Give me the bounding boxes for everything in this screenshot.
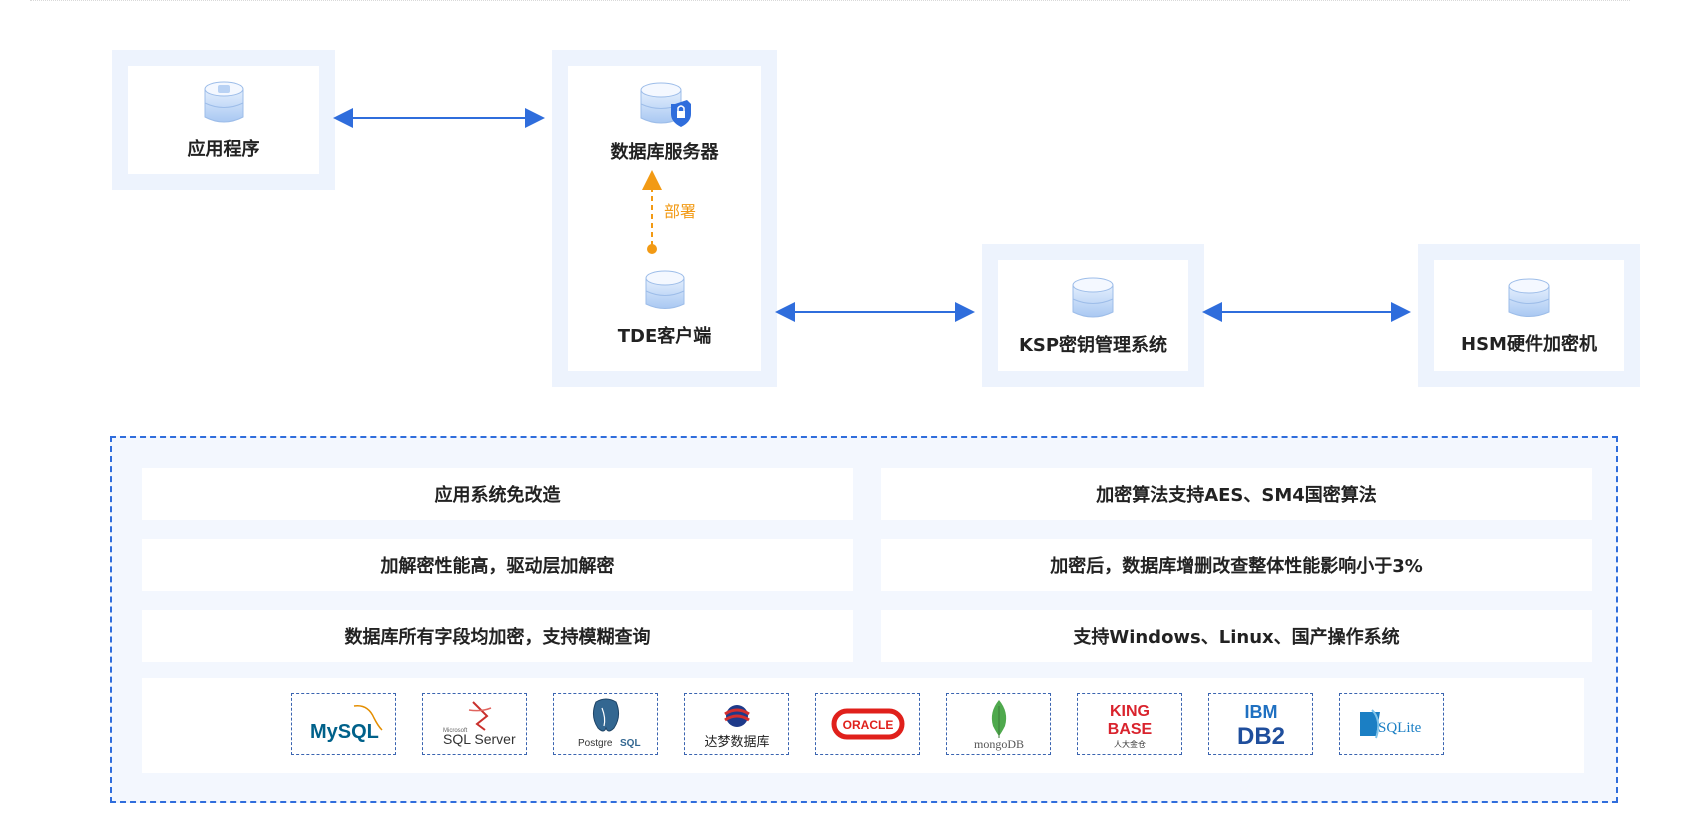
logo-sqlserver-small: Microsoft [443, 728, 468, 734]
logo-postgresql: Postgre SQL [553, 693, 658, 755]
node-label: TDE客户端 [617, 326, 712, 347]
node-label: HSM硬件加密机 [1461, 333, 1597, 355]
node-label: KSP密钥管理系统 [1018, 334, 1168, 356]
ksp-database-icon [1068, 275, 1118, 323]
node-label: 数据库服务器 [610, 142, 719, 163]
top-divider [30, 0, 1630, 1]
node-database-server[interactable]: 数据库服务器 [552, 50, 777, 387]
logo-mongodb-text: mongoDB [973, 737, 1023, 751]
node-label: 应用程序 [187, 139, 260, 160]
logo-sqlserver-text: SQL Server [443, 731, 516, 747]
logo-sqlite: SQLite [1339, 693, 1444, 755]
database-shield-icon [637, 80, 693, 130]
feature-item: 应用系统免改造 [142, 468, 853, 520]
logo-mongodb: mongoDB [946, 693, 1051, 755]
tde-database-icon [642, 268, 688, 314]
logo-ibm-text: IBM [1244, 702, 1277, 722]
logo-oracle: ORACLE [815, 693, 920, 755]
logo-dameng: 达梦数据库 [684, 693, 789, 755]
logo-sqlite-text: SQLite [1378, 720, 1422, 736]
node-hsm[interactable]: HSM硬件加密机 [1418, 244, 1640, 387]
logo-kingbase-text1: KING [1110, 703, 1150, 720]
logo-postgres-sql: SQL [620, 738, 641, 749]
logo-oracle-text: ORACLE [842, 718, 893, 732]
node-ksp[interactable]: KSP密钥管理系统 [982, 244, 1204, 387]
hsm-database-icon [1505, 276, 1553, 322]
logo-ibm-db2: IBM DB2 [1208, 693, 1313, 755]
feature-item: 数据库所有字段均加密，支持模糊查询 [142, 610, 853, 662]
database-logos: MySQL Microsoft SQL Server Postgre SQL 达… [142, 678, 1584, 773]
logo-dameng-text: 达梦数据库 [704, 734, 769, 750]
feature-item: 加密后，数据库增删改查整体性能影响小于3% [881, 539, 1592, 591]
logo-kingbase: KING BASE 人大金仓 [1077, 693, 1182, 755]
logo-sqlserver: Microsoft SQL Server [422, 693, 527, 755]
feature-item: 加解密性能高，驱动层加解密 [142, 539, 853, 591]
node-tde-client[interactable]: TDE客户端 [568, 268, 761, 368]
database-app-icon [199, 79, 249, 127]
logo-db2-text: DB2 [1236, 723, 1284, 750]
logo-kingbase-sub: 人大金仓 [1114, 739, 1146, 749]
logo-kingbase-text2: BASE [1107, 721, 1152, 738]
deploy-label: 部署 [664, 202, 697, 221]
logo-postgres-text: Postgre [578, 738, 613, 749]
logo-mysql: MySQL [291, 693, 396, 755]
deploy-origin-dot [647, 244, 657, 254]
connector-arrows [333, 108, 1411, 322]
node-application[interactable]: 应用程序 [112, 50, 335, 190]
logo-mysql-text: MySQL [310, 721, 379, 743]
feature-item: 加密算法支持AES、SM4国密算法 [881, 468, 1592, 520]
feature-item: 支持Windows、Linux、国产操作系统 [881, 610, 1592, 662]
